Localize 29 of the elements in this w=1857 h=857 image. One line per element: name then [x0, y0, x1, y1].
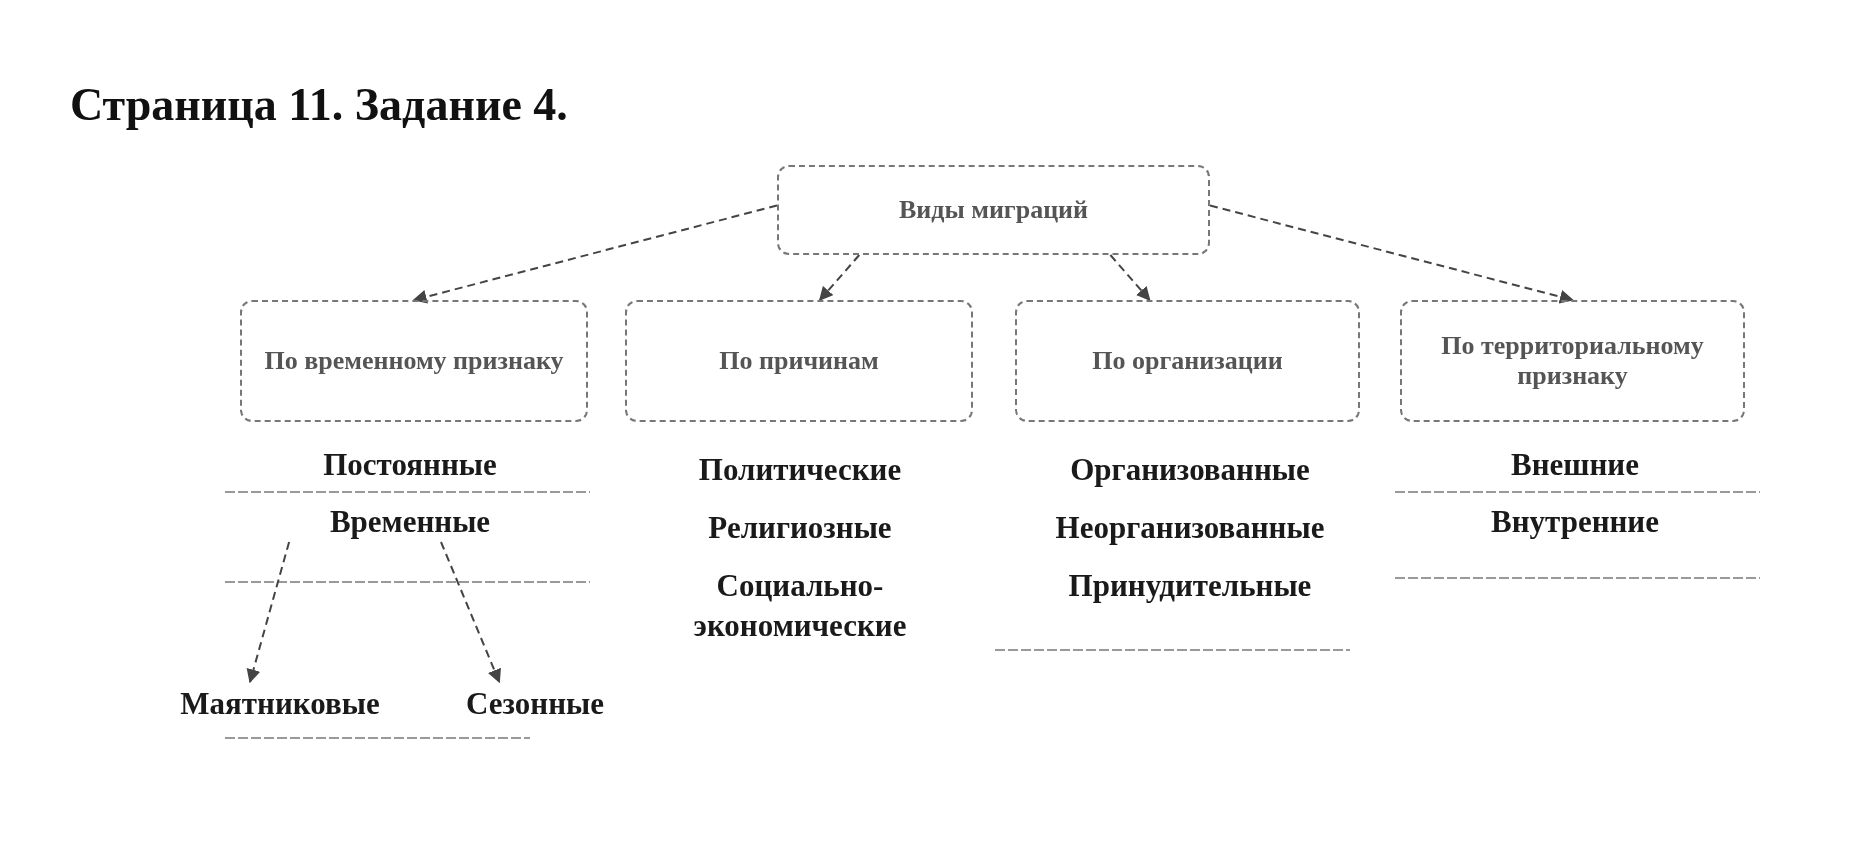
box-label: По организации — [1091, 346, 1284, 376]
migration-type: Временные — [255, 502, 565, 542]
box-label: Виды миграций — [897, 195, 1090, 225]
category-box — [777, 165, 1210, 255]
dashed-arrow — [440, 541, 501, 684]
page-title: Страница 11. Задание 4. — [70, 78, 568, 131]
box-label: По причинам — [718, 346, 880, 376]
criterion-box — [1400, 300, 1745, 422]
box-label: По временному признаку — [263, 346, 565, 376]
criterion-box — [625, 300, 973, 422]
migration-type: Внешние — [1510, 446, 1640, 484]
migration-type: Внутренние — [1490, 503, 1660, 541]
migration-type: Религиозные — [707, 509, 893, 547]
dashed-arrow — [818, 254, 861, 302]
dashed-arrow — [1209, 204, 1574, 304]
migration-type: Постоянные — [322, 446, 498, 484]
box-label: По территориальному признаку — [1440, 331, 1705, 391]
migration-type: Сезонные — [430, 682, 640, 726]
criterion-box — [240, 300, 588, 422]
dashed-arrow — [1109, 254, 1151, 302]
migration-type: Маятниковые — [130, 682, 430, 726]
criterion-box — [1015, 300, 1360, 422]
dashed-arrow — [412, 204, 778, 304]
migration-type: Организованные — [1069, 451, 1311, 489]
migration-type: Политические — [697, 451, 903, 489]
migration-type: Социально-экономические — [692, 567, 908, 645]
migration-type: Неорганизованные — [1054, 509, 1326, 547]
dashed-arrow — [246, 541, 291, 684]
migration-type: Принудительные — [1067, 567, 1313, 605]
